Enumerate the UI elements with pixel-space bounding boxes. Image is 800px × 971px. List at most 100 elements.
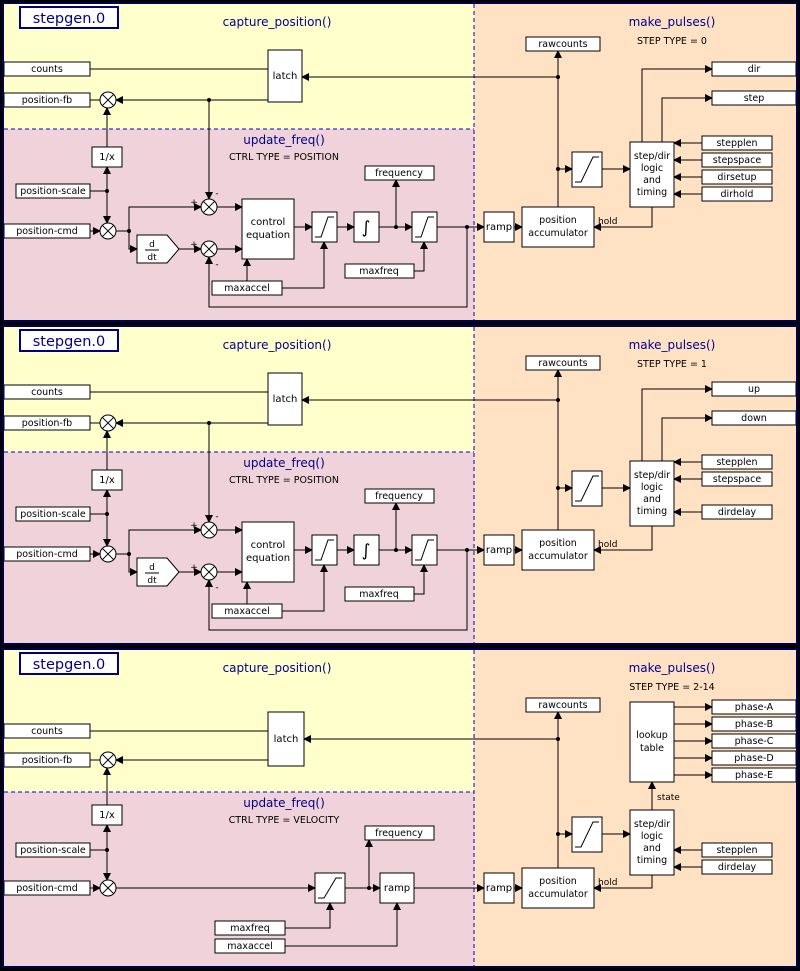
frequency-param: [364, 825, 435, 841]
sum1-minus-sign: -: [215, 189, 218, 199]
maxfreq-param: [344, 263, 415, 279]
stepplen-param-label: stepplen: [716, 845, 757, 856]
position-scale-pin-label: position-scale: [20, 509, 86, 520]
ramp-block-label: ramp: [486, 883, 512, 894]
maxfreq-param-label: maxfreq: [359, 589, 399, 600]
latch-block: [267, 711, 305, 767]
latch-block: [267, 372, 303, 426]
position-scale-pin-label: position-scale: [20, 845, 86, 856]
sum2-minus-sign: -: [215, 260, 218, 270]
maxaccel-param-label: maxaccel: [224, 606, 269, 617]
phase-b-output-label: phase-B: [735, 719, 773, 730]
panel-title: stepgen.0: [33, 11, 106, 27]
sum2-minus-sign: -: [215, 583, 218, 593]
accel-limit-glyph: [315, 539, 334, 561]
step-output-pin: [711, 90, 796, 106]
step-dir-logic-block: [629, 809, 675, 876]
position-scale-pin-label: position-scale: [20, 186, 86, 197]
latch-block-label: latch: [273, 71, 298, 82]
position-fb-pin: [4, 415, 91, 431]
stepplen-param-label: stepplen: [716, 457, 757, 468]
counts-pin-label: counts: [31, 387, 63, 398]
rawcounts-pin-label: rawcounts: [538, 358, 587, 369]
update-section-title: update_freq(): [243, 133, 325, 147]
stepspace-param-label: stepspace: [713, 155, 762, 166]
capture-section-title: capture_position(): [223, 15, 332, 29]
control-equation-block: [241, 198, 295, 260]
signal-wires: [90, 369, 713, 631]
control-equation-label-2: equation: [246, 553, 290, 564]
junction-crosses: [101, 753, 115, 895]
logic-label-2: logic: [641, 482, 663, 493]
latch-block-label: latch: [273, 394, 298, 405]
junction-crosses: [101, 416, 216, 579]
junction-dots: [105, 737, 560, 890]
stepplen-param: [701, 842, 773, 858]
sum2-plus-sign: +: [190, 240, 198, 250]
capture-section-title: capture_position(): [223, 661, 332, 675]
sum1-minus-sign: -: [215, 512, 218, 522]
ctrl-type-label: CTRL TYPE = VELOCITY: [229, 815, 340, 826]
quantizer-glyph: [575, 475, 599, 502]
panel-title-box: [19, 329, 119, 352]
control-equation-label-1: control: [251, 217, 286, 228]
control-equation-label-2: equation: [246, 230, 290, 241]
stepplen-param: [701, 454, 773, 470]
integrator-block: [353, 211, 380, 243]
panel-title: stepgen.0: [33, 657, 106, 673]
position-accumulator-block: [521, 529, 595, 571]
quantizer-glyph: [575, 821, 599, 848]
panel-title-box: [19, 6, 119, 29]
maxaccel-param: [214, 938, 286, 954]
position-fb-pin-label: position-fb: [22, 755, 72, 766]
dirdelay-param: [701, 504, 773, 520]
hold-label: hold: [598, 217, 617, 227]
maxfreq-param: [214, 920, 286, 936]
hold-label: hold: [598, 540, 617, 550]
sum1-plus-sign: +: [190, 521, 198, 531]
position-fb-pin-label: position-fb: [22, 418, 72, 429]
maxaccel-param-label: maxaccel: [224, 283, 269, 294]
step-type-label: STEP TYPE = 2-14: [629, 682, 714, 693]
dir-output-label: dir: [748, 64, 761, 75]
position-scale-pin: [15, 842, 91, 858]
control-equation-label-1: control: [251, 540, 286, 551]
phase-b-output-pin: [711, 716, 796, 732]
stepspace-param-label: stepspace: [713, 474, 762, 485]
frequency-param-label: frequency: [375, 168, 423, 179]
step-type-label: STEP TYPE = 0: [637, 36, 707, 47]
phase-d-output-pin: [711, 750, 796, 766]
integrator-block: [353, 534, 380, 566]
dirhold-param-label: dirhold: [721, 189, 754, 200]
phase-c-output-pin: [711, 733, 796, 749]
rawcounts-pin-label: rawcounts: [538, 700, 587, 711]
phase-c-output-label: phase-C: [735, 736, 774, 747]
dirhold-param: [701, 186, 773, 202]
panel-step-type-0: stepgen.0 capture_position() make_pulses…: [2, 2, 798, 322]
phase-e-output-label: phase-E: [735, 770, 773, 781]
sum1-plus-sign: +: [190, 198, 198, 208]
lookup-table-label-2: table: [640, 743, 664, 754]
reciprocal-block-label: 1/x: [99, 810, 115, 821]
phase-e-output-pin: [711, 767, 796, 783]
position-fb-pin: [4, 752, 91, 768]
latch-block: [267, 49, 303, 103]
update-section-title: update_freq(): [243, 456, 325, 470]
junction-crosses: [101, 93, 216, 256]
integrator-glyph: ∫: [362, 541, 371, 561]
hold-label: hold: [598, 878, 617, 888]
update-ramp-label: ramp: [384, 883, 410, 894]
ramp-block: [483, 872, 515, 904]
logic-label-1: step/dir: [634, 470, 670, 481]
maxfreq-param: [344, 586, 415, 602]
counts-pin: [4, 384, 91, 400]
reciprocal-block: [91, 146, 123, 168]
ramp-block: [483, 211, 515, 243]
down-output-pin: [711, 410, 796, 426]
ddt-numerator: d: [149, 563, 155, 573]
frequency-param: [364, 488, 435, 504]
stepgen-diagram-step-type-1: stepgen.0 capture_position() make_pulses…: [4, 327, 796, 643]
ctrl-type-label: CTRL TYPE = POSITION: [229, 152, 339, 163]
accel-limit-glyph: [315, 216, 334, 238]
counts-pin: [4, 61, 91, 77]
